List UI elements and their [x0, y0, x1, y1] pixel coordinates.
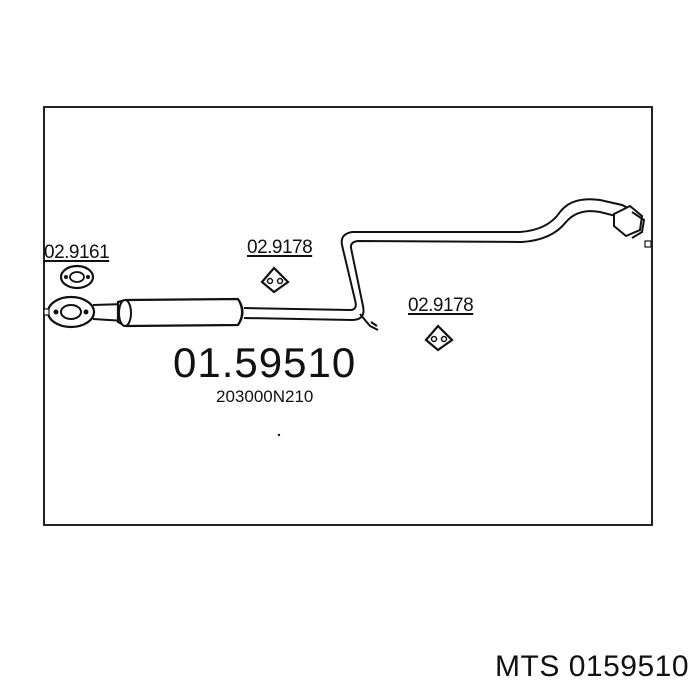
rubber-hanger-icon: [424, 324, 454, 352]
stray-dot: [277, 433, 281, 437]
tail-pipe: [243, 198, 637, 322]
gasket-icon: [59, 264, 95, 290]
hanger-part-number-1: 02.9178: [247, 237, 313, 258]
muffler-body: [116, 297, 244, 328]
inlet-flange: [43, 295, 96, 329]
gasket-part-number: 02.9161: [44, 242, 110, 263]
main-part-number: 01.59510: [173, 339, 357, 386]
pipe-hanger-hook: [359, 313, 379, 331]
footer-caption: MTS 0159510: [495, 650, 689, 683]
rubber-hanger-icon: [260, 266, 290, 294]
hanger-part-number-2: 02.9178: [408, 295, 474, 316]
oem-number: 203000N210: [216, 387, 314, 406]
drawing-frame: [43, 106, 653, 526]
outlet-end: [613, 204, 652, 248]
